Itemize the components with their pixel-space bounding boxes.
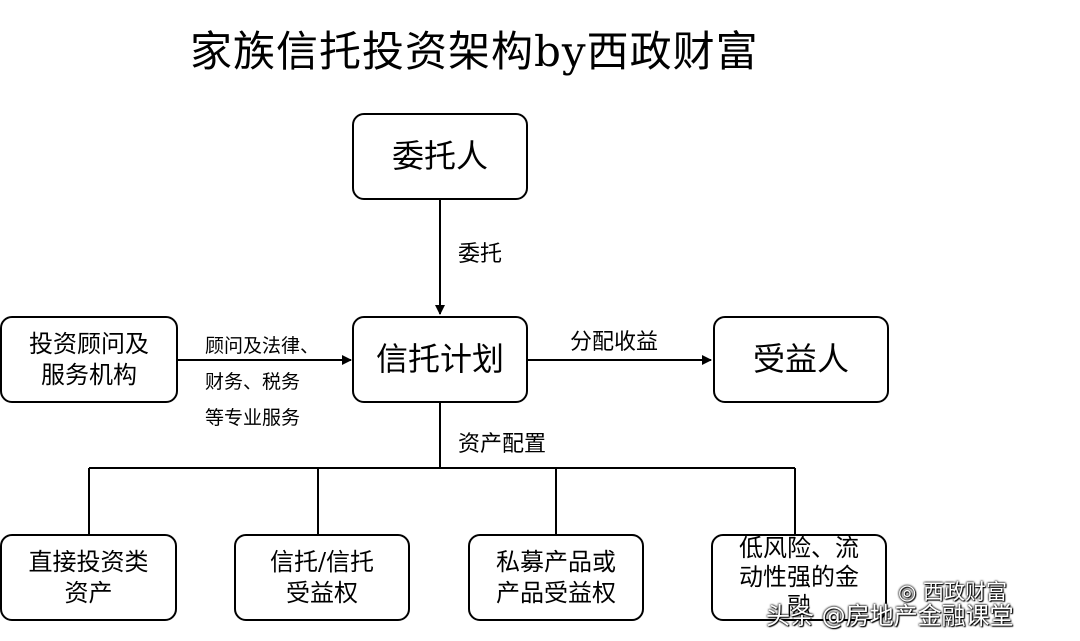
- wechat-watermark: ◎ 西政财富: [898, 576, 1007, 606]
- private-products-line-1: 私募产品或: [496, 547, 616, 576]
- entrust-label: 委托: [458, 242, 503, 267]
- advisors-line-2: 服务机构: [41, 360, 137, 389]
- allocation-label: 资产配置: [458, 432, 547, 457]
- page-title: 家族信托投资架构by西政财富: [190, 27, 759, 76]
- trust-plan-label: 信托计划: [375, 340, 504, 379]
- services-label: 顾问及法律、 财务、税务 等专业服务: [205, 328, 319, 436]
- private-products-node: 私募产品或 产品受益权: [468, 534, 644, 621]
- settlor-node: 委托人: [352, 113, 528, 200]
- services-line-3: 等专业服务: [205, 407, 301, 429]
- distribute-label: 分配收益: [570, 330, 659, 355]
- toutiao-watermark: 头条 @房地产金融课堂: [766, 602, 1014, 630]
- advisors-line-1: 投资顾问及: [29, 329, 149, 358]
- beneficiary-label: 受益人: [752, 340, 849, 379]
- wechat-watermark-text: 西政财富: [923, 580, 1007, 604]
- direct-assets-line-2: 资产: [64, 578, 113, 607]
- direct-assets-line-1: 直接投资类: [28, 547, 149, 576]
- low-risk-line-1: 低风险、流: [739, 534, 859, 563]
- trust-plan-node: 信托计划: [352, 316, 528, 403]
- trust-rights-line-2: 受益权: [286, 578, 358, 607]
- private-products-line-2: 产品受益权: [496, 578, 616, 607]
- trust-rights-node: 信托/信托 受益权: [234, 534, 410, 621]
- low-risk-node: 低风险、流 动性强的金 融: [711, 534, 887, 621]
- wechat-icon: ◎: [898, 580, 923, 604]
- low-risk-line-2: 动性强的金: [739, 563, 859, 592]
- beneficiary-node: 受益人: [713, 316, 889, 403]
- services-line-1: 顾问及法律、: [205, 335, 320, 357]
- direct-assets-node: 直接投资类 资产: [0, 534, 177, 621]
- settlor-label: 委托人: [391, 137, 488, 176]
- low-risk-line-3: 融: [787, 591, 811, 620]
- services-line-2: 财务、税务: [205, 371, 301, 393]
- advisors-node: 投资顾问及 服务机构: [0, 316, 178, 403]
- trust-rights-line-1: 信托/信托: [269, 547, 375, 576]
